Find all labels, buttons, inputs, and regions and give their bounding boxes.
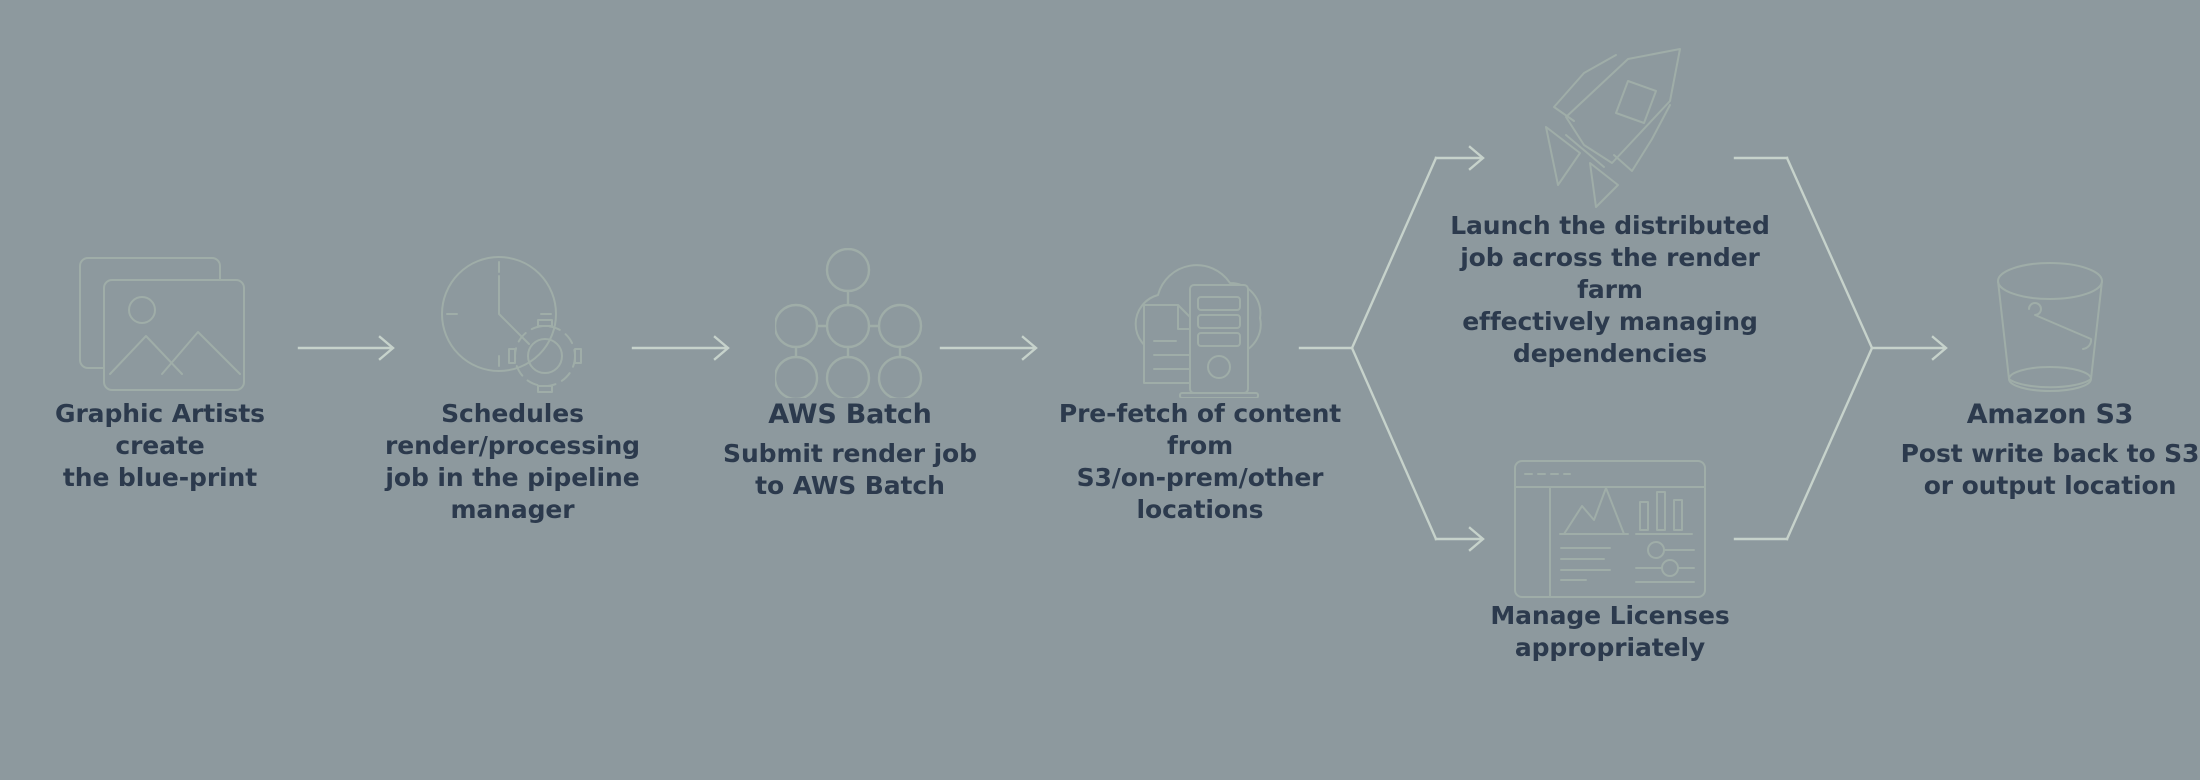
icon-wrap-launch-distributed-job xyxy=(1520,35,1700,210)
cloud-server-document-icon xyxy=(1134,264,1262,398)
caption-amazon-s3-title: Amazon S3 xyxy=(1966,399,2134,430)
node-launch-distributed-job: Launch the distributed job across the re… xyxy=(1450,35,1770,370)
icon-wrap-pipeline-scheduler xyxy=(433,238,593,398)
node-manage-licenses: Manage Licenses appropriately xyxy=(1450,440,1770,664)
rocket-jet-icon xyxy=(1545,48,1681,208)
caption-launch-distributed-job: Launch the distributed job across the re… xyxy=(1450,211,1770,368)
caption-manage-licenses: Manage Licenses appropriately xyxy=(1490,601,1730,662)
network-nodes-icon xyxy=(775,248,923,398)
icon-wrap-aws-batch xyxy=(775,238,925,398)
caption-pre-fetch: Pre-fetch of content from S3/on-prem/oth… xyxy=(1058,399,1342,524)
image-frames-icon xyxy=(79,257,245,391)
caption-aws-batch-body: Submit render job to AWS Batch xyxy=(723,438,977,500)
icon-wrap-graphic-artists xyxy=(70,238,250,398)
icon-wrap-amazon-s3 xyxy=(1985,238,2115,398)
caption-pipeline-scheduler: Schedules render/processing job in the p… xyxy=(385,399,640,524)
bucket-icon xyxy=(1997,262,2103,392)
node-graphic-artists: Graphic Artists create the blue-print xyxy=(15,238,305,494)
node-pipeline-scheduler: Schedules render/processing job in the p… xyxy=(340,238,685,526)
node-amazon-s3: Amazon S3 Post write back to S3 or outpu… xyxy=(1900,238,2200,502)
node-aws-batch: AWS Batch Submit render job to AWS Batch xyxy=(700,238,1000,502)
caption-graphic-artists: Graphic Artists create the blue-print xyxy=(55,399,265,492)
icon-wrap-pre-fetch xyxy=(1108,238,1293,398)
caption-aws-batch-title: AWS Batch xyxy=(768,399,932,430)
icon-wrap-manage-licenses xyxy=(1512,440,1708,600)
dashboard-window-icon xyxy=(1514,460,1706,598)
node-pre-fetch: Pre-fetch of content from S3/on-prem/oth… xyxy=(1040,238,1360,526)
caption-amazon-s3-body: Post write back to S3 or output location xyxy=(1900,438,2200,500)
clock-gear-icon xyxy=(440,256,582,393)
